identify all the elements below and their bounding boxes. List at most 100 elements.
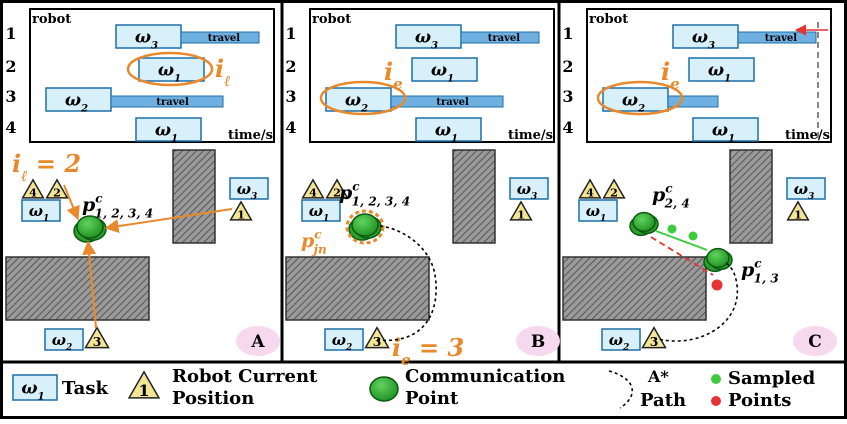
travel-bar xyxy=(667,95,719,108)
sample-line-red xyxy=(650,236,714,276)
legend-comm-icon xyxy=(369,376,399,402)
sampled-point-green xyxy=(667,224,677,234)
gantt-task-w2: ω2 xyxy=(602,87,669,114)
task-box xyxy=(601,328,641,351)
robot-triangle xyxy=(641,326,667,349)
task-box xyxy=(578,199,618,222)
travel-label: travel xyxy=(208,33,241,44)
gantt-task-w3: ω3 xyxy=(672,24,739,51)
comm-point-13 xyxy=(703,247,733,273)
robot-3: 3 xyxy=(84,326,110,349)
task-box xyxy=(688,57,755,82)
robot-triangle xyxy=(602,178,626,199)
robot-triangle xyxy=(84,326,110,349)
task-label: ω1 xyxy=(586,202,607,224)
travel-label: travel xyxy=(488,33,521,44)
comm-main xyxy=(632,211,656,233)
gantt-xlabel: time/s xyxy=(508,128,553,143)
comm-point-24 xyxy=(629,211,659,237)
map-task-w1: ω1 xyxy=(578,199,618,224)
gantt-row-label: 3 xyxy=(562,87,573,106)
robot-number: 2 xyxy=(333,186,341,199)
astar-path xyxy=(653,261,739,342)
travel-label: travel xyxy=(156,97,189,108)
task-box xyxy=(12,374,58,401)
task-label: ω1 xyxy=(158,60,181,84)
task-label: ω3 xyxy=(135,27,158,51)
task-box xyxy=(138,57,205,82)
gantt-row-label: 1 xyxy=(285,24,296,43)
obstacle-vertical xyxy=(172,149,216,244)
gantt-title: robot xyxy=(32,12,71,27)
sampled-point-red xyxy=(711,279,723,291)
i-label: iℓ xyxy=(215,54,231,90)
sampled-point-green xyxy=(688,231,698,241)
i-equation: iℓ = 2 xyxy=(12,149,81,185)
panel-B: robottime/s1234ω3travelω1ω2travelω1ieω3ω… xyxy=(285,8,560,369)
task-box xyxy=(324,328,364,351)
task-box xyxy=(692,117,759,142)
legend-robot-label-1: Robot Current xyxy=(172,366,318,387)
map-task-w2: ω2 xyxy=(324,328,364,353)
obstacle-horizontal xyxy=(285,256,430,321)
robot-number: 4 xyxy=(586,186,594,199)
gantt-travel-row1: travel xyxy=(460,31,540,44)
panel-label-text: B xyxy=(531,332,545,352)
legend-sampled-label-2: Points xyxy=(728,390,791,411)
gantt-task-w1-row4: ω1 xyxy=(415,117,482,144)
map-task-w3: ω3 xyxy=(786,177,826,202)
task-label: ω2 xyxy=(345,90,368,114)
task-box xyxy=(509,177,549,200)
robot-triangle xyxy=(45,178,69,199)
legend-task-icon: ω1 xyxy=(12,374,58,402)
comm-main xyxy=(351,213,379,237)
task-label: ω3 xyxy=(237,180,258,202)
gantt-highlight xyxy=(126,51,214,87)
task-label: ω1 xyxy=(435,120,458,144)
task-label: ω2 xyxy=(622,90,645,114)
panel-A: robottime/s1234ω3travelω1ω2travelω1iℓω3ω… xyxy=(5,8,280,356)
robot-triangle xyxy=(21,178,45,199)
gantt-travel-row1: travel xyxy=(737,31,817,44)
robot-number: 1 xyxy=(517,208,525,221)
gantt-task-w2: ω2 xyxy=(45,87,112,114)
gantt-row-label: 2 xyxy=(285,57,296,76)
gantt-row-label: 2 xyxy=(562,57,573,76)
gantt-task-w3: ω3 xyxy=(115,24,182,51)
task-box xyxy=(415,117,482,142)
robot-triangle xyxy=(301,178,325,199)
robot-triangle xyxy=(127,370,161,399)
task-label: ω1 xyxy=(431,60,454,84)
task-label: ω2 xyxy=(332,331,353,353)
task-label: ω1 xyxy=(309,202,330,224)
obstacle-vertical xyxy=(452,149,496,244)
task-label: ω1 xyxy=(712,120,735,144)
robot-2: 2 xyxy=(325,178,349,199)
task-label: ω3 xyxy=(517,180,538,202)
robot-number: 1 xyxy=(138,381,149,400)
task-box xyxy=(301,199,341,222)
robot-2: 2 xyxy=(602,178,626,199)
comm-point xyxy=(348,213,382,241)
robot-number: 2 xyxy=(53,186,61,199)
gantt-task-w1-row4: ω1 xyxy=(692,117,759,144)
legend-sampled-red-icon xyxy=(711,396,721,406)
legend-sampled-green-icon xyxy=(711,374,721,384)
gantt-row-label: 4 xyxy=(5,118,16,137)
task-label: ω3 xyxy=(794,180,815,202)
comm-main xyxy=(706,247,730,269)
panel-label: C xyxy=(793,326,837,356)
task-box xyxy=(786,177,826,200)
legend-robot-label-2: Position xyxy=(172,388,254,409)
robot-number: 3 xyxy=(93,334,102,349)
robot-3: 3 xyxy=(641,326,667,349)
gantt-travel-row1: travel xyxy=(180,31,260,44)
robot-triangle xyxy=(325,178,349,199)
obstacle-horizontal xyxy=(5,256,150,321)
